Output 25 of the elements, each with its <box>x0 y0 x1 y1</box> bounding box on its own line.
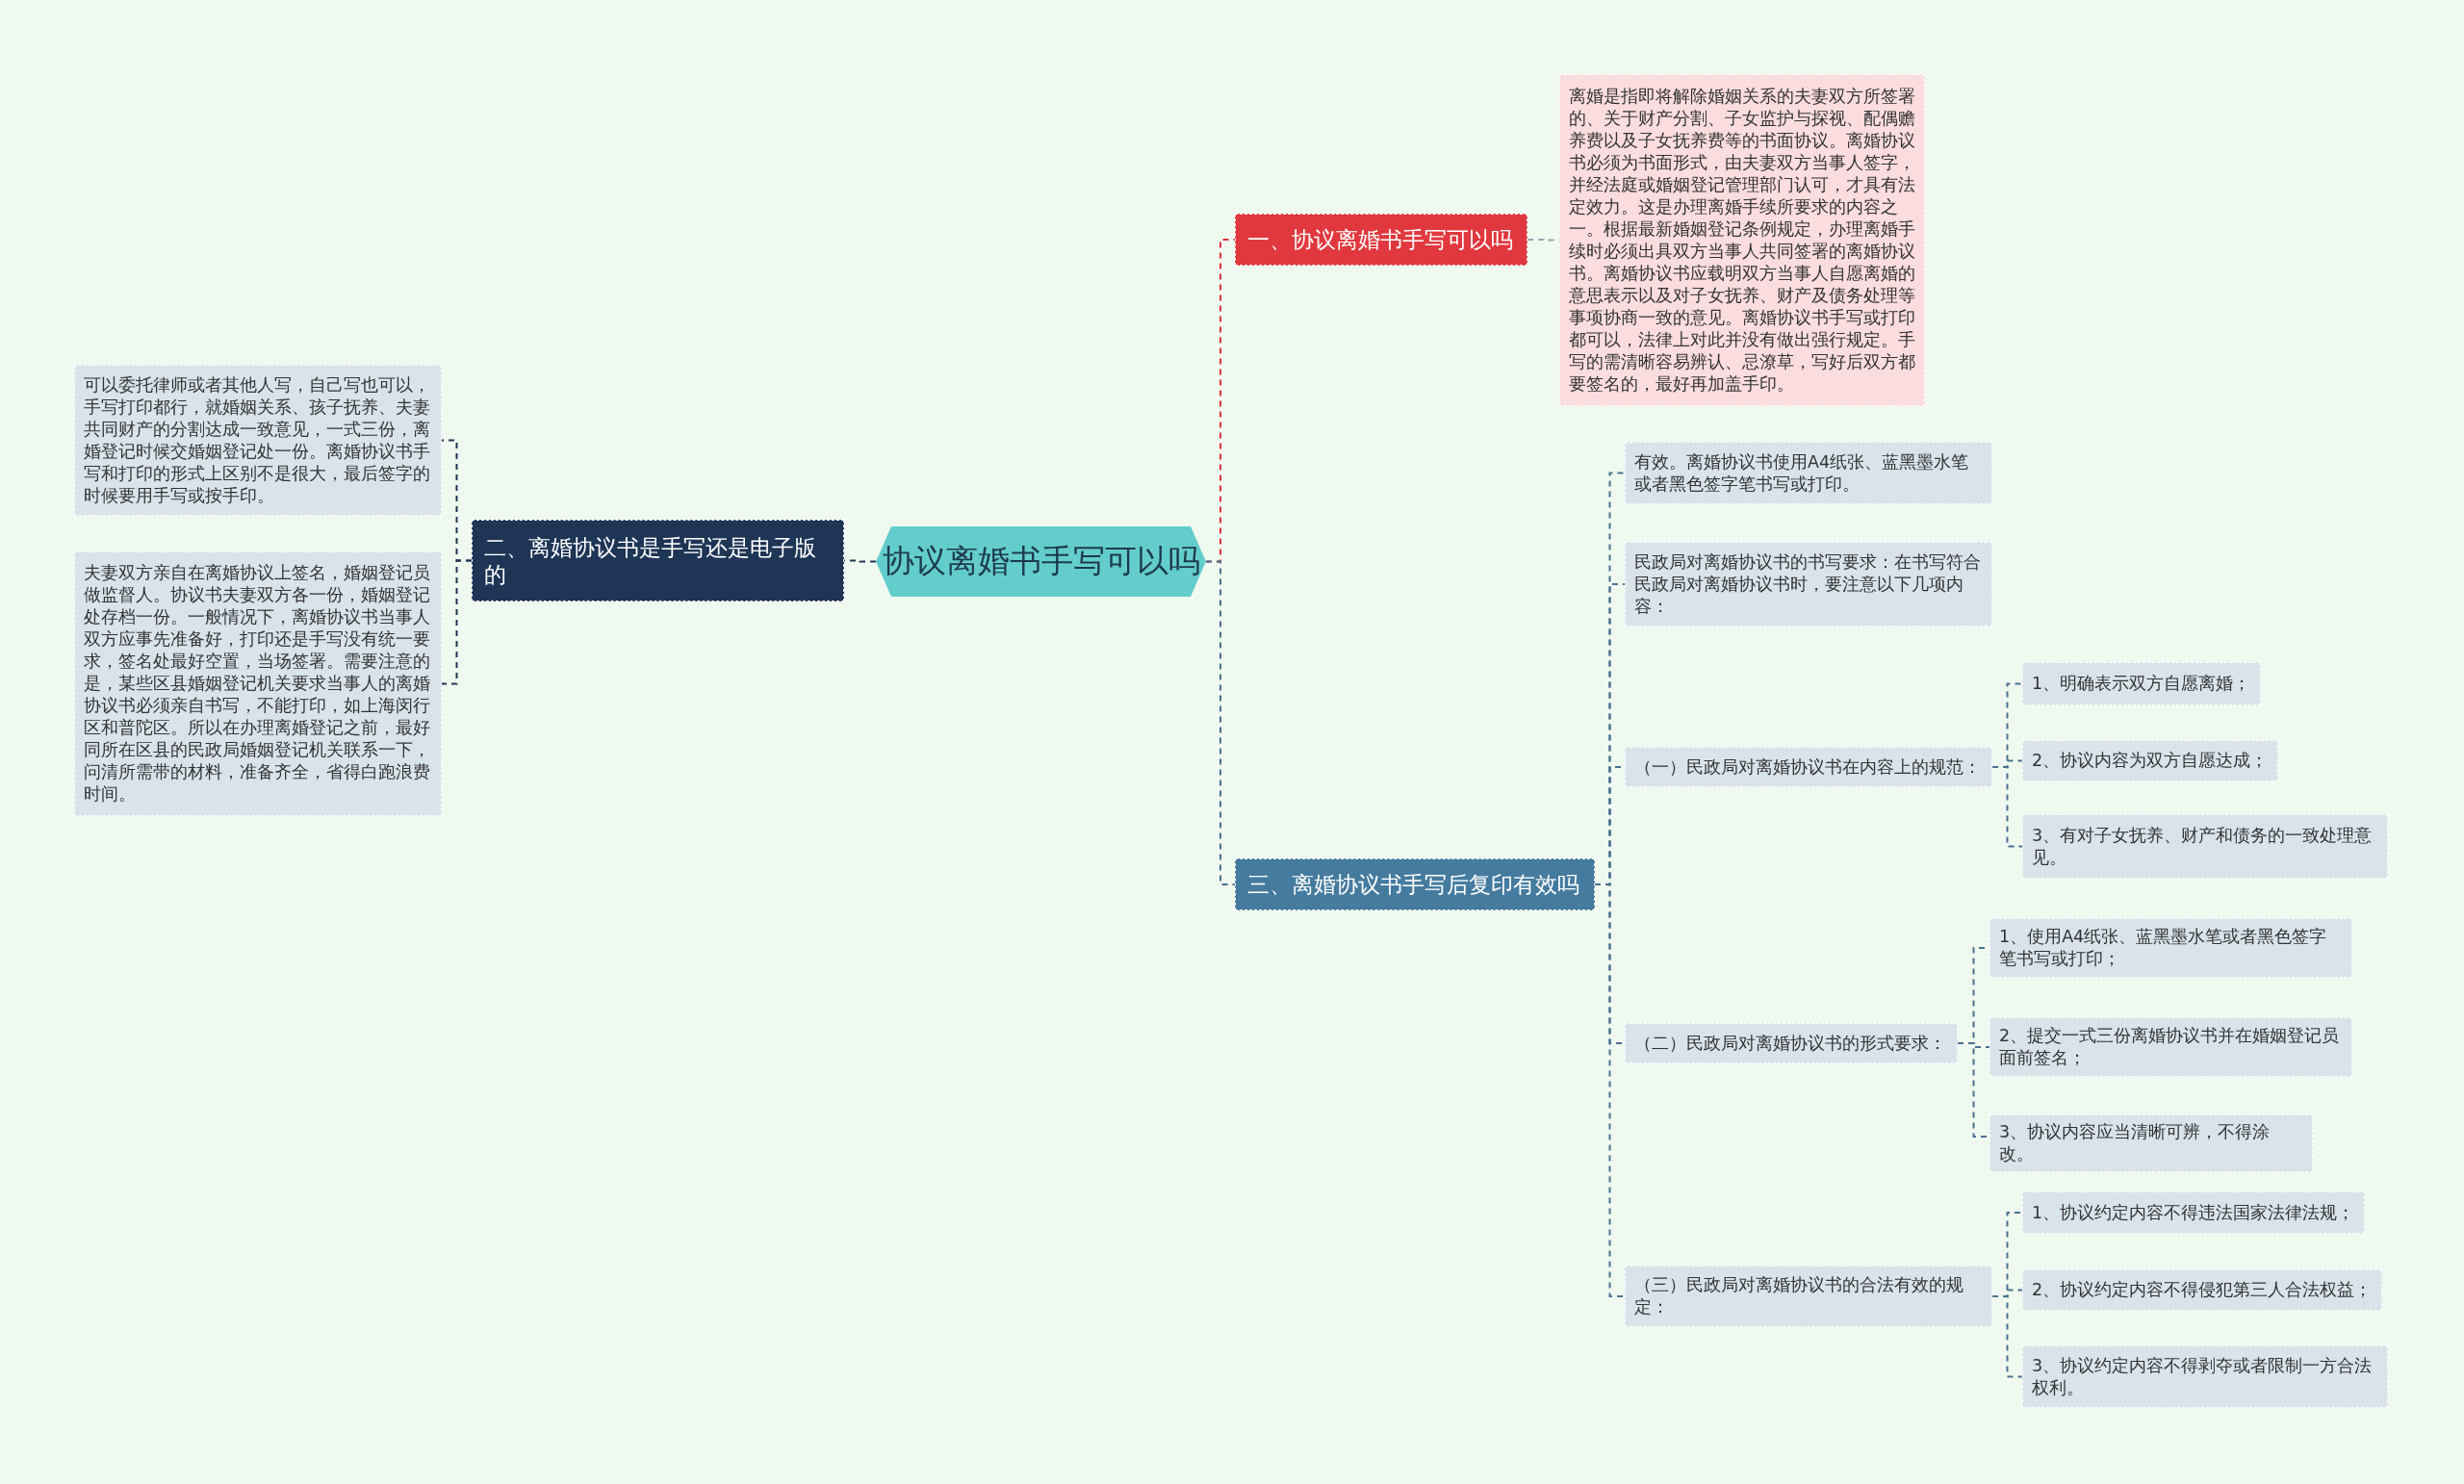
text-box: 可以委托律师或者其他人写，自己写也可以，手写打印都行，就婚姻关系、孩子抚养、夫妻共同财产的分割达成一致意见，一式三份，离婚登记时候交婚姻登记处一份。离婚协议书手写和打印的形式上区别不是很大，最后签字的时候要用手写或按手印。 <box>74 365 442 516</box>
text-box: 2、协议内容为双方自愿达成； <box>2022 740 2278 781</box>
text-box: 2、提交一式三份离婚协议书并在婚姻登记员面前签名； <box>1989 1017 2352 1077</box>
topic-box: 一、协议离婚书手写可以吗 <box>1235 214 1527 266</box>
text-box: （二）民政局对离婚协议书的形式要求： <box>1625 1023 1958 1063</box>
text-box: 3、协议内容应当清晰可辨，不得涂改。 <box>1989 1114 2313 1172</box>
text-box: 1、使用A4纸张、蓝黑墨水笔或者黑色签字笔书写或打印； <box>1989 918 2352 978</box>
text-box: 1、协议约定内容不得违法国家法律法规； <box>2022 1191 2365 1234</box>
text-box: 3、有对子女抚养、财产和债务的一致处理意见。 <box>2022 814 2388 879</box>
text-box: （一）民政局对离婚协议书在内容上的规范： <box>1625 747 1992 787</box>
text-box: 3、协议约定内容不得剥夺或者限制一方合法权利。 <box>2022 1345 2388 1408</box>
text-box: 民政局对离婚协议书的书写要求：在书写符合民政局对离婚协议书时，要注意以下几项内容： <box>1625 542 1992 627</box>
text-box: 1、明确表示双方自愿离婚； <box>2022 662 2261 705</box>
connector-line <box>1205 560 1236 885</box>
text-box: 2、协议约定内容不得侵犯第三人合法权益； <box>2022 1269 2382 1311</box>
text-box: 离婚是指即将解除婚姻关系的夫妻双方所签署的、关于财产分割、子女监护与探视、配偶赡养费以及子女抚养费等的书面协议。离婚协议书必须为书面形式，由夫妻双方当事人签字，并经法庭或婚姻登记管理部门认可，才具有法定效力。这是办理离婚手续所要求的内容之一。根据最新婚姻登记条例规定，办理离婚手续时必须出具双方当事人共同签署的离婚协议书。离婚协议书应载明双方当事人自愿离婚的意思表示以及对子女抚养、财产及债务处理等事项协商一致的意见。离婚协议书手写或打印都可以，法律上对此并没有做出强行规定。手写的需清晰容易辨认、忌潦草，写好后双方都要签名的，最好再加盖手印。 <box>1559 74 1925 406</box>
connector-line <box>1991 766 2023 848</box>
text-box: 夫妻双方亲自在离婚协议上签名，婚姻登记员做监督人。协议书夫妻双方各一份，婚姻登记处存档一份。一般情况下，离婚协议书当事人双方应事先准备好，打印还是手写没有统一要求，签名处最好空置，当场签署。需要注意的是，某些区县婚姻登记机关要求当事人的离婚协议书必须亲自书写，不能打印，如上海闵行区和普陀区。所以在办理离婚登记之前，最好同所在区县的民政局婚姻登记机关联系一下，问清所需带的材料，准备齐全，省得白跑浪费时间。 <box>74 551 442 816</box>
connector-line <box>1991 1295 2023 1378</box>
topic-box: 三、离婚协议书手写后复印有效吗 <box>1235 858 1595 910</box>
topic-box: 二、离婚协议书是手写还是电子版的 <box>472 520 844 601</box>
text-box: 有效。离婚协议书使用A4纸张、蓝黑墨水笔或者黑色签字笔书写或打印。 <box>1625 442 1992 504</box>
connector-line <box>441 559 473 685</box>
central-topic: 协议离婚书手写可以吗 <box>876 526 1206 597</box>
text-box: （三）民政局对离婚协议书的合法有效的规定： <box>1625 1266 1992 1327</box>
